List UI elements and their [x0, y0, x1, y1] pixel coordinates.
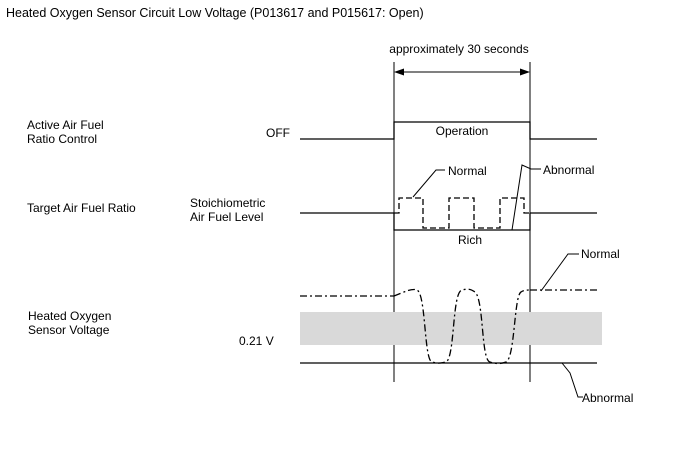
duration-label: approximately 30 seconds	[389, 42, 528, 56]
ho2s-abnormal-label: Abnormal	[582, 391, 633, 405]
ho2s-normal-label: Normal	[581, 247, 620, 261]
tafr-normal-label: Normal	[448, 164, 487, 178]
aafrc-operation-label: Operation	[436, 124, 489, 138]
aafrc-off-label: OFF	[266, 126, 290, 140]
tafr-stoich-line1: Stoichiometric	[190, 196, 265, 210]
aafrc-label-line1: Active Air Fuel	[27, 118, 104, 132]
ho2s-label-line1: Heated Oxygen	[28, 309, 111, 323]
duration-arrow	[394, 68, 530, 76]
tafr-normal-wave	[394, 197, 530, 229]
diagram-title: Heated Oxygen Sensor Circuit Low Voltage…	[6, 6, 424, 20]
tafr-rich-label: Rich	[458, 233, 482, 247]
ho2s-normal-wave	[393, 288, 531, 365]
tafr-abnormal-rich-line	[393, 213, 531, 231]
aafrc-signal-line	[300, 121, 597, 140]
tafr-label: Target Air Fuel Ratio	[27, 201, 136, 215]
ho2s-voltage-label: 0.21 V	[239, 334, 274, 348]
aafrc-label-line2: Ratio Control	[27, 132, 97, 146]
tafr-normal-leader	[412, 169, 445, 198]
ho2s-normal-leader	[540, 253, 579, 292]
tafr-stoich-line2: Air Fuel Level	[190, 210, 263, 224]
ho2s-label-line2: Sensor Voltage	[28, 323, 110, 337]
ho2s-abnormal-leader	[561, 362, 583, 398]
tafr-abnormal-label: Abnormal	[543, 163, 594, 177]
tafr-abnormal-leader	[511, 164, 541, 231]
ho2s-threshold-band	[300, 312, 602, 345]
